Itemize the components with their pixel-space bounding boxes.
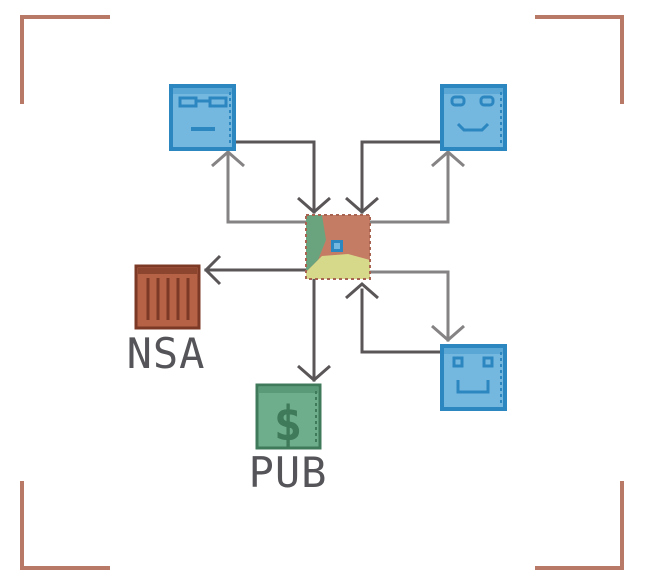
user-grin-icon xyxy=(440,344,507,411)
dollar-symbol: $ xyxy=(274,396,303,452)
arrowhead-up-hub-bottom xyxy=(345,282,379,300)
frame-corner-bottom-left xyxy=(20,481,110,570)
edge-user-top-right-to-hub xyxy=(360,140,444,214)
edge-hub-to-user-top-left xyxy=(226,150,308,224)
arrowhead-up-user-top-left xyxy=(211,150,245,168)
frame-corner-top-right xyxy=(535,15,624,104)
pub-label: PUB xyxy=(249,448,328,497)
edge-hub-to-user-bottom-right xyxy=(368,270,450,342)
crate-icon xyxy=(134,264,201,330)
arrowhead-up-user-top-right xyxy=(431,150,465,168)
arrowhead-down-hub-right xyxy=(345,196,379,214)
edge-hub-to-user-top-right xyxy=(368,150,450,224)
arrowhead-down-user-bottom-right xyxy=(431,324,465,342)
arrowheads xyxy=(203,150,465,382)
frame-corner-top-left xyxy=(20,15,110,104)
frame-corner-bottom-right xyxy=(535,481,624,570)
frame-corners xyxy=(20,15,624,570)
map-hub-icon xyxy=(305,214,371,280)
nsa-label: NSA xyxy=(127,329,206,378)
user-smile-icon xyxy=(440,84,507,151)
connectors xyxy=(204,140,450,382)
arrowhead-left-nsa xyxy=(203,254,222,286)
arrowhead-down-pub xyxy=(297,364,331,382)
user-glasses-icon xyxy=(169,84,236,151)
dollar-icon: $ xyxy=(255,383,322,452)
edge-user-bottom-right-to-hub xyxy=(360,288,444,354)
edge-user-top-left-to-hub xyxy=(232,140,316,214)
arrowhead-down-hub-left xyxy=(297,196,331,214)
